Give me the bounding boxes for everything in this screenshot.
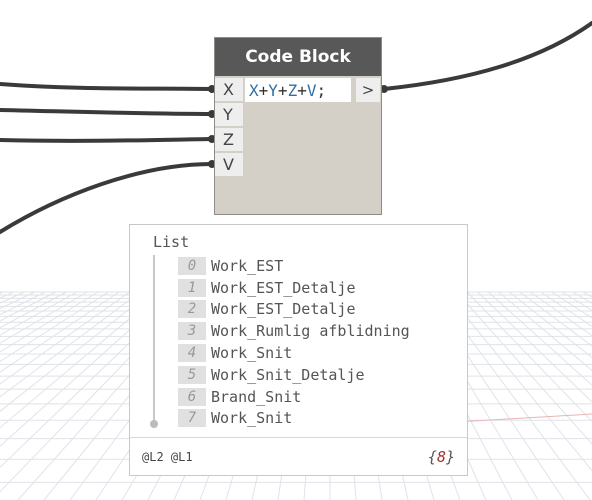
code-operator: + — [277, 80, 288, 100]
code-variable: Z — [287, 80, 298, 100]
code-operator: ; — [316, 80, 327, 100]
port-label-x: X — [223, 80, 234, 99]
output-port[interactable]: > — [356, 78, 380, 102]
port-label-y: Y — [223, 105, 233, 124]
list-item: 0 Work_EST — [178, 255, 410, 277]
code-operator: + — [297, 80, 307, 100]
wire-z — [0, 137, 214, 143]
input-port-x[interactable]: X — [215, 78, 243, 102]
wire-v — [0, 162, 214, 234]
grid-line — [487, 291, 592, 386]
grid-line — [498, 291, 592, 372]
grid-line — [0, 291, 88, 344]
list-item: 6 Brand_Snit — [178, 386, 410, 408]
list-item-index: 1 — [178, 278, 206, 297]
list-item-value: Work_Rumlig afblidning — [211, 322, 410, 341]
port-label-z: Z — [223, 130, 234, 149]
wire-out — [382, 21, 592, 91]
port-label-v: V — [223, 155, 234, 174]
wire-x — [0, 82, 214, 91]
input-port-v[interactable]: V — [215, 153, 243, 177]
code-block-node[interactable]: Code Block X Y Z V X+Y+Z+V; > — [214, 37, 382, 215]
node-title[interactable]: Code Block — [215, 38, 381, 76]
count-close-brace: } — [445, 447, 455, 466]
tree-line — [153, 255, 155, 423]
list-item-index: 7 — [178, 409, 206, 428]
grid-line — [519, 291, 592, 347]
list-item-value: Brand_Snit — [211, 387, 302, 406]
preview-footer: @L2 @L1 {8} — [130, 437, 467, 475]
list-item-value: Work_EST_Detalje — [211, 278, 356, 297]
input-port-y[interactable]: Y — [215, 103, 243, 127]
grid-line — [572, 291, 592, 304]
grid-line — [0, 291, 78, 336]
grid-line — [530, 291, 592, 337]
list-item-value: Work_Snit — [211, 344, 293, 363]
grid-line — [0, 291, 109, 363]
list-item-value: Work_Snit — [211, 409, 293, 428]
list-item-index: 5 — [178, 365, 206, 384]
grid-line — [0, 291, 14, 299]
grid-line — [0, 291, 151, 412]
grid-line — [0, 291, 141, 398]
grid-line — [0, 291, 99, 353]
list-item: 7 Work_Snit — [178, 408, 410, 430]
grid-line — [0, 291, 120, 373]
grid-line — [456, 291, 592, 445]
tree-end-dot — [150, 420, 158, 428]
output-port-label: > — [361, 81, 375, 99]
code-variable: X — [249, 80, 259, 100]
grid-line — [0, 291, 67, 329]
list-item-index: 2 — [178, 300, 206, 319]
grid-line — [0, 291, 130, 385]
grid-line — [445, 291, 592, 472]
list-item-index: 3 — [178, 322, 206, 341]
list-item-index: 6 — [178, 387, 206, 406]
grid-line — [466, 291, 592, 423]
wire-end-out — [380, 85, 388, 93]
count-open-brace: { — [427, 447, 437, 466]
grid-line — [509, 291, 592, 359]
grid-line — [477, 291, 592, 403]
list-item: 3 Work_Rumlig afblidning — [178, 320, 410, 342]
list-item: 1 Work_EST_Detalje — [178, 277, 410, 299]
grid-line — [0, 291, 162, 429]
list-item: 5 Work_Snit_Detalje — [178, 364, 410, 386]
preview-list-title: List — [153, 233, 190, 251]
list-item-value: Work_EST_Detalje — [211, 300, 356, 319]
list-item-value: Work_Snit_Detalje — [211, 365, 365, 384]
code-editor[interactable]: X+Y+Z+V; — [245, 78, 351, 102]
list-item: 2 Work_EST_Detalje — [178, 299, 410, 321]
count-number: 8 — [436, 447, 446, 466]
input-port-z[interactable]: Z — [215, 128, 243, 152]
wire-y — [0, 108, 214, 116]
list-item-value: Work_EST — [211, 256, 284, 275]
item-count: {8} — [428, 448, 455, 466]
list-levels[interactable]: @L2 @L1 — [142, 449, 193, 464]
list-item: 4 Work_Snit — [178, 342, 410, 364]
list-item-index: 4 — [178, 344, 206, 363]
code-operator: + — [258, 80, 269, 100]
wires — [0, 21, 592, 234]
list-item-index: 0 — [178, 256, 206, 275]
code-variable: V — [306, 80, 317, 100]
grid-line — [0, 291, 35, 310]
code-variable: Y — [268, 80, 278, 100]
